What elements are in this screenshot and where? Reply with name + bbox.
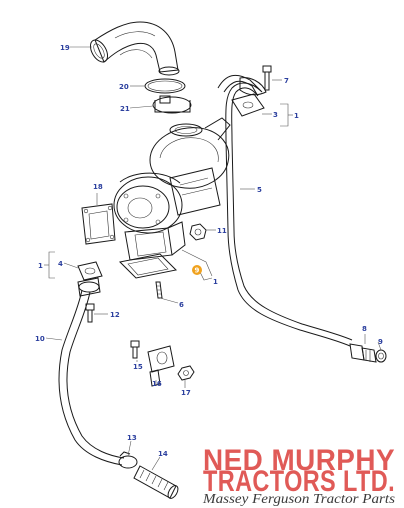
part-14-hose[interactable] [133,465,180,500]
callout-13[interactable]: 13 [127,434,137,442]
callout-6[interactable]: 6 [179,301,184,309]
flange-gasket-lower[interactable] [118,253,178,279]
callouts: 19 20 21 7 3 1 5 18 11 1 4 9 1 6 12 10 8… [35,44,383,458]
selected-callout-marker [192,265,202,275]
callout-4[interactable]: 4 [58,260,63,268]
part-20-ring-clip[interactable] [144,78,186,94]
callout-17[interactable]: 17 [181,389,191,397]
part-7-bolt[interactable] [262,65,272,91]
part-3-gasket[interactable] [231,93,265,117]
part-10-oil-drain-pipe[interactable] [58,277,125,466]
callout-1-center[interactable]: 1 [213,278,218,286]
part-18-gasket[interactable] [81,203,116,245]
part-9-washer[interactable] [375,349,387,363]
callout-18[interactable]: 18 [93,183,103,191]
part-21-hose-clamp[interactable] [152,95,192,114]
callout-19[interactable]: 19 [60,44,70,52]
brand-company-line2: TRACTORS LTD. [203,465,395,498]
part-17-nut[interactable] [177,365,195,381]
callout-3[interactable]: 3 [273,111,278,119]
callout-10[interactable]: 10 [35,335,45,343]
part-15-bolt[interactable] [130,340,140,359]
branding-logo: NED MURPHY TRACTORS LTD. Massey Ferguson… [202,444,395,506]
callout-1-upper[interactable]: 1 [294,112,299,120]
part-6-stud[interactable] [155,281,163,299]
callout-21[interactable]: 21 [120,105,130,113]
callout-9[interactable]: 9 [378,338,383,346]
part-8-fitting[interactable] [349,343,377,363]
turbocharger-assembly[interactable] [113,117,231,261]
callout-1-left[interactable]: 1 [38,262,43,270]
part-5-oil-feed-pipe[interactable] [217,74,353,347]
callout-7[interactable]: 7 [284,77,289,85]
callout-11[interactable]: 11 [217,227,227,235]
callout-8[interactable]: 8 [362,325,367,333]
callout-14[interactable]: 14 [158,450,168,458]
part-11-nut[interactable] [189,223,207,241]
callout-16[interactable]: 16 [152,380,162,388]
part-13-hose-clamp[interactable] [118,451,138,469]
callout-15[interactable]: 15 [133,363,143,371]
part-12-bolt[interactable] [85,303,95,323]
part-16-clamp-bracket[interactable] [147,345,175,387]
brand-company-line1: NED MURPHY [203,444,395,477]
callout-20[interactable]: 20 [119,83,129,91]
leader-lines [44,46,382,471]
part-4-gasket[interactable] [77,261,103,281]
callout-12[interactable]: 12 [110,311,120,319]
callout-9-selected[interactable]: 9 [192,265,202,275]
callout-9-selected-label: 9 [195,267,200,275]
brand-tagline: Massey Ferguson Tractor Parts [202,491,395,506]
part-19-elbow-hose[interactable] [87,21,180,76]
callout-5[interactable]: 5 [257,186,262,194]
